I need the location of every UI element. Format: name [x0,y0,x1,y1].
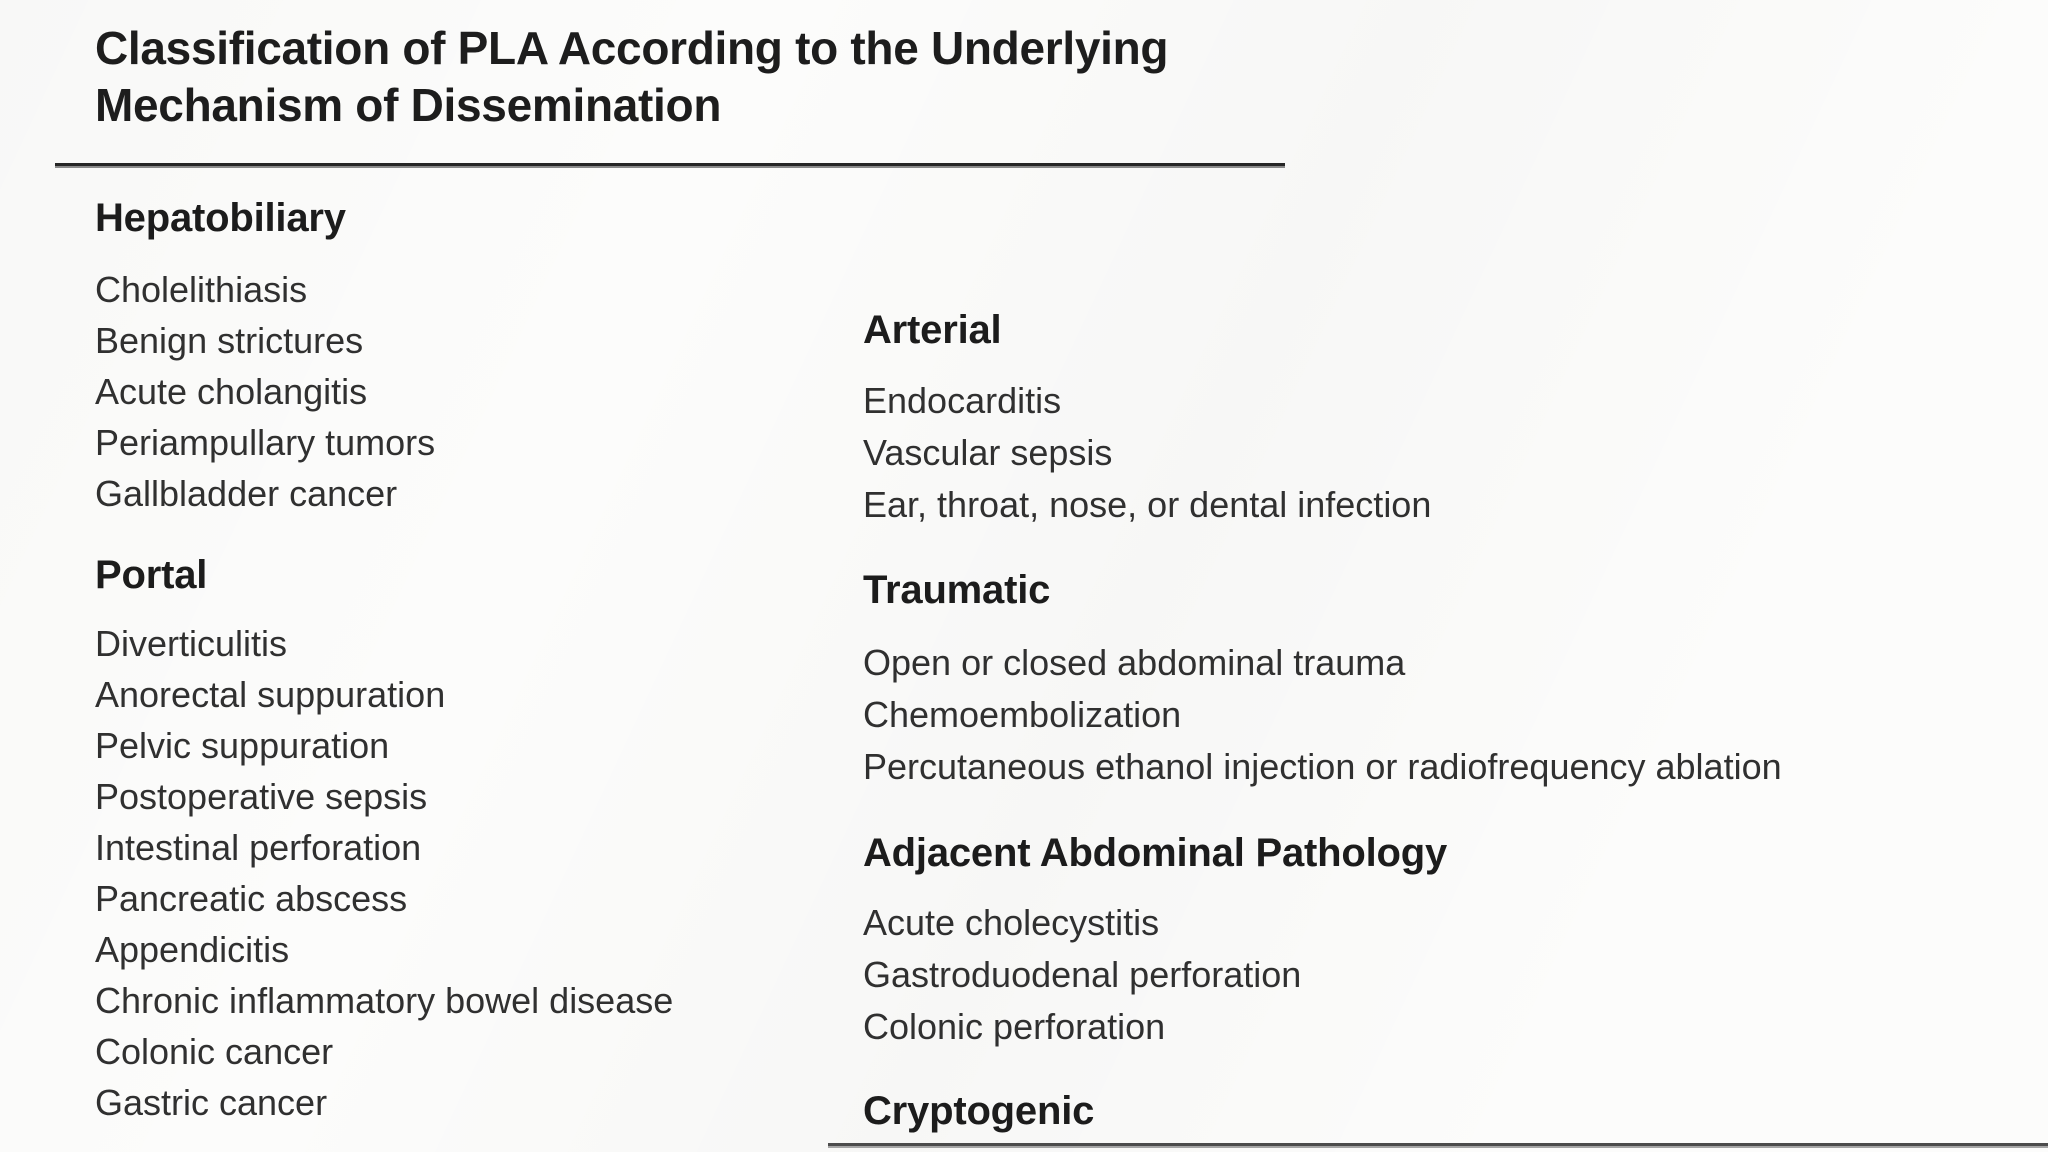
section-heading-traumatic: Traumatic [863,568,1051,612]
list-item: Cholelithiasis [95,269,308,310]
section-heading-arterial: Arterial [863,308,1002,352]
section-heading-adjacent-abdominal-pathology: Adjacent Abdominal Pathology [863,831,1448,875]
list-item: Chronic inflammatory bowel disease [95,980,674,1021]
section-heading-hepatobiliary: Hepatobiliary [95,196,346,240]
list-item: Benign strictures [95,320,364,361]
section-heading-portal: Portal [95,553,208,597]
table-bottom-rule [828,1143,2048,1148]
list-item: Anorectal suppuration [95,674,446,715]
list-item: Intestinal perforation [95,827,422,868]
list-item: Colonic perforation [863,1006,1166,1047]
list-item: Colonic cancer [95,1031,334,1072]
list-item: Pancreatic abscess [95,878,408,919]
list-item: Ear, throat, nose, or dental infection [863,484,1432,525]
list-item: Gallbladder cancer [95,473,398,514]
list-item: Acute cholangitis [95,371,368,412]
list-item: Chemoembolization [863,694,1182,735]
list-item: Diverticulitis [95,623,288,664]
list-item: Percutaneous ethanol injection or radiof… [863,746,1782,787]
list-item: Postoperative sepsis [95,776,428,817]
list-item: Periampullary tumors [95,422,436,463]
page-title-line-1: Classification of PLA According to the U… [95,22,1169,74]
list-item: Appendicitis [95,929,290,970]
list-adjacent-abdominal-pathology: Acute cholecystitis Gastroduodenal perfo… [863,897,1301,1053]
title-divider-rule [55,163,1285,168]
list-portal: Diverticulitis Anorectal suppuration Pel… [95,618,673,1128]
page-title-line-2: Mechanism of Dissemination [95,79,722,131]
list-item: Open or closed abdominal trauma [863,642,1406,683]
list-traumatic: Open or closed abdominal trauma Chemoemb… [863,637,1782,793]
section-heading-cryptogenic: Cryptogenic [863,1089,1095,1133]
list-item: Pelvic suppuration [95,725,390,766]
list-item: Acute cholecystitis [863,902,1160,943]
page-title: Classification of PLA According to the U… [95,20,1395,134]
list-item: Gastroduodenal perforation [863,954,1302,995]
list-arterial: Endocarditis Vascular sepsis Ear, throat… [863,375,1431,531]
list-item: Gastric cancer [95,1082,328,1123]
list-item: Endocarditis [863,380,1062,421]
list-item: Vascular sepsis [863,432,1113,473]
list-hepatobiliary: Cholelithiasis Benign strictures Acute c… [95,264,435,519]
